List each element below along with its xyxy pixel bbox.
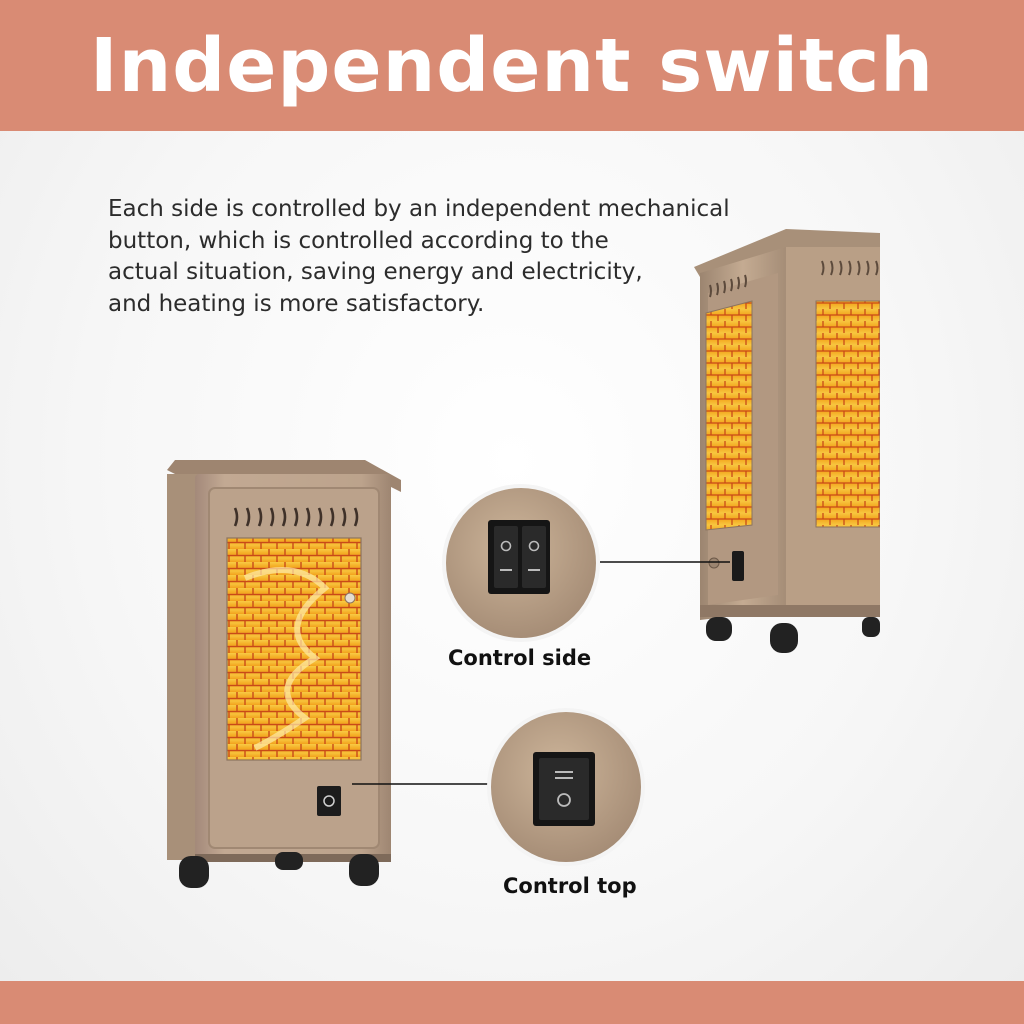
heater-image-front-view [165,458,405,893]
callout-control-top [487,708,645,866]
single-rocker-switch-icon [487,708,645,866]
description-line: and heating is more satisfactory. [108,290,485,317]
control-top-label: Control top [503,874,637,898]
description-line: actual situation, saving energy and elec… [108,259,643,285]
control-side-label: Control side [448,646,592,670]
description-line: Each side is controlled by an independen… [108,196,730,222]
description-line: button, which is controlled according to… [108,227,609,254]
top-banner: Independent switch [0,0,1024,131]
banner-title: Independent switch [90,22,934,109]
heater-image-side-view [690,225,880,660]
double-rocker-switch-icon [442,484,600,642]
callout-control-side [442,484,600,642]
description-text: Each side is controlled by an independen… [108,194,808,320]
bottom-banner [0,981,1024,1024]
